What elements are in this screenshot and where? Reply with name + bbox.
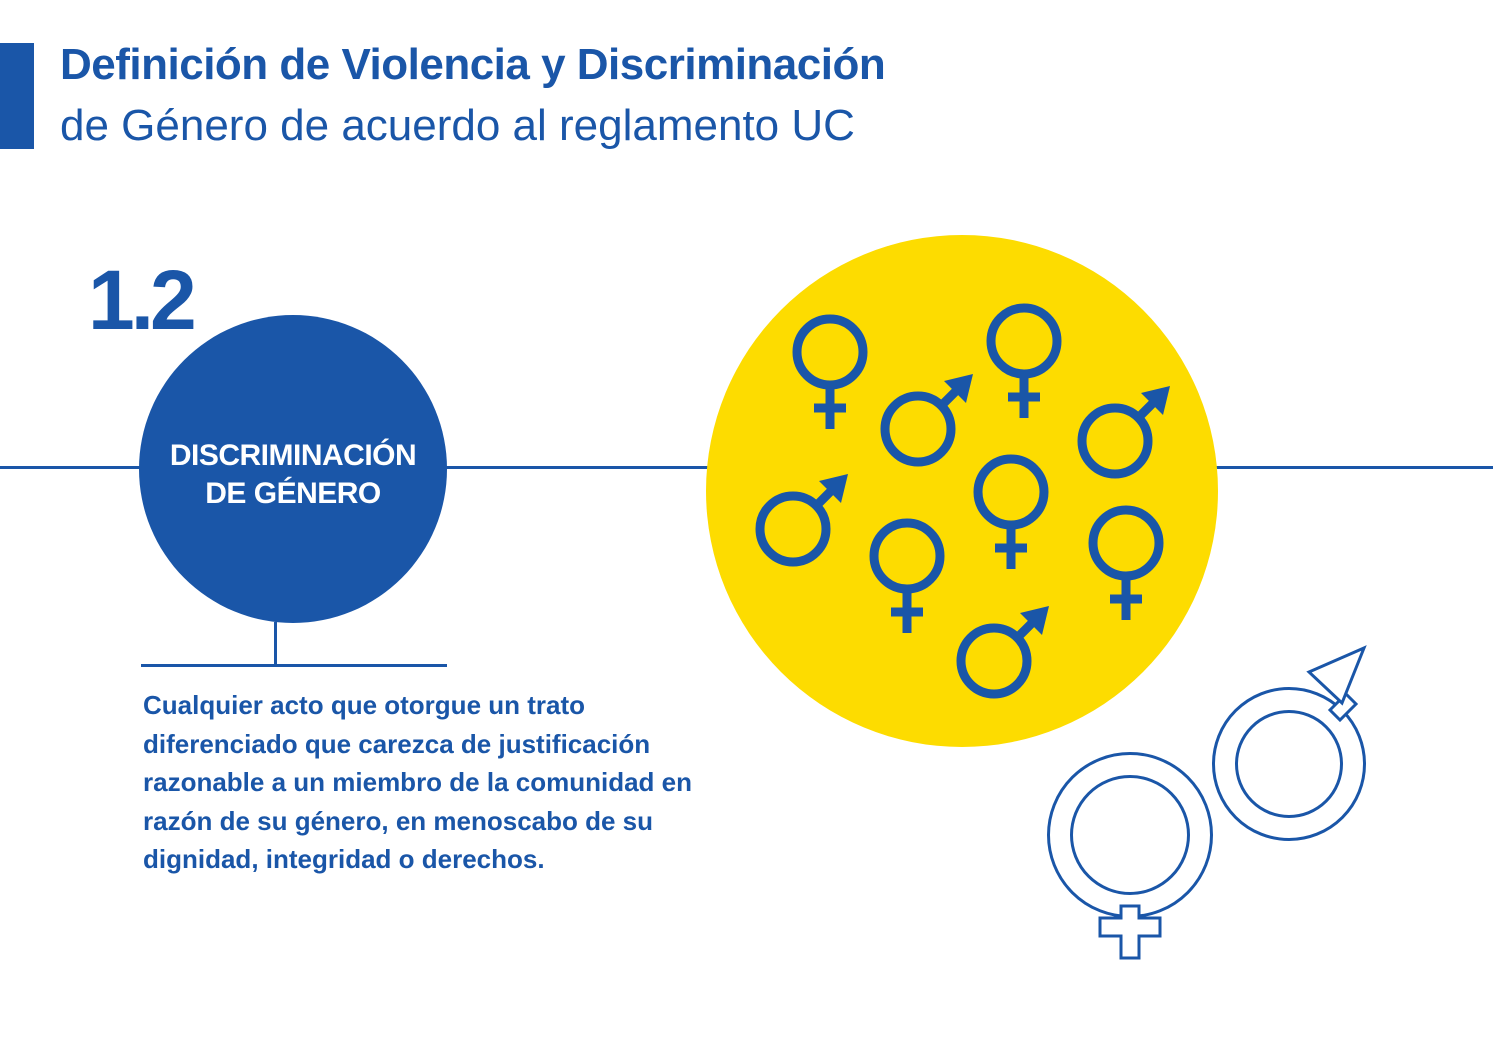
page-title: Definición de Violencia y Discriminación [60, 40, 886, 89]
title-accent-bar [0, 43, 34, 149]
female-outline-icon [1047, 752, 1213, 960]
section-circle [139, 315, 447, 623]
section-number: 1.2 [88, 253, 197, 347]
timeline-line-left [0, 466, 140, 469]
male-outline-icon [1212, 645, 1367, 841]
connector-stem [274, 622, 277, 665]
timeline-line-right [1216, 466, 1493, 469]
yellow-circle [706, 235, 1218, 747]
section-label-line1: DISCRIMINACIÓN [169, 439, 417, 472]
page-subtitle: de Género de acuerdo al reglamento UC [60, 101, 855, 150]
section-label-line2: DE GÉNERO [205, 477, 381, 510]
connector-base [141, 664, 447, 667]
section-label: DISCRIMINACIÓN DE GÉNERO [139, 437, 447, 513]
section-description: Cualquier acto que otorgue un trato dife… [143, 690, 692, 874]
timeline-line-middle [446, 466, 708, 469]
